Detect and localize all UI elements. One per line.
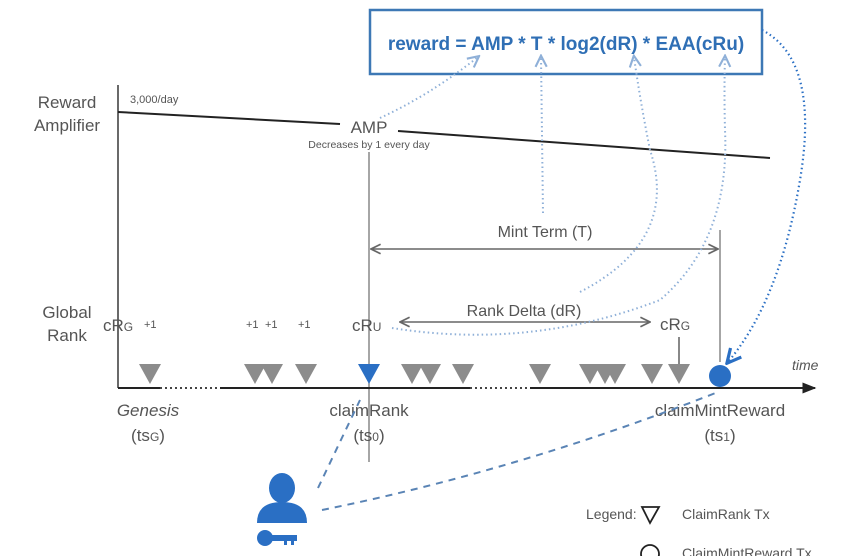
legend-claimmint-label: ClaimMintReward Tx	[682, 545, 812, 556]
user-key-icon	[257, 473, 307, 546]
amplifier-start-value: 3,000/day	[130, 94, 179, 106]
amplifier-axis-label-2: Amplifier	[34, 116, 100, 135]
rank-increment: +1	[144, 319, 157, 331]
term-to-formula-link	[541, 57, 543, 214]
user-to-claimrank-link	[317, 399, 361, 489]
amp-note: Decreases by 1 every day	[308, 139, 430, 151]
claimrank-marker	[668, 364, 690, 384]
cr-genesis-label: cRG	[103, 316, 133, 335]
formula-box: reward = AMP * T * log2(dR) * EAA(cRu)	[368, 8, 764, 76]
claimrank-marker	[295, 364, 317, 384]
claimrank-markers	[139, 364, 690, 384]
rank-increment: +1	[265, 319, 278, 331]
mint-term-label: Mint Term (T)	[498, 224, 593, 241]
triangle-down-icon	[640, 506, 661, 525]
rank-axis-label-2: Rank	[47, 326, 87, 345]
formula-frame	[368, 8, 764, 76]
amp-label: AMP	[351, 118, 388, 137]
claimrank-marker	[579, 364, 601, 384]
amp-line-left	[117, 111, 341, 125]
claimrank-marker	[261, 364, 283, 384]
delta-to-formula-link	[579, 57, 658, 293]
claimmint-marker[interactable]	[709, 365, 731, 387]
claimrank-marker	[452, 364, 474, 384]
genesis-ts-label: (tsG)	[131, 426, 165, 445]
claimrank-marker	[244, 364, 266, 384]
legend-title: Legend:	[586, 506, 637, 522]
circle-icon	[640, 544, 660, 556]
claimrank-marker-user	[358, 364, 380, 384]
cr-global-label: cRG	[660, 315, 690, 334]
cr-user-label: cRU	[352, 316, 381, 335]
rank-delta-label: Rank Delta (dR)	[467, 303, 582, 320]
time-axis-label: time	[792, 357, 819, 373]
rank-axis-label-1: Global	[42, 303, 91, 322]
claimrank-marker	[641, 364, 663, 384]
claimrank-marker	[419, 364, 441, 384]
claimmint-ts-label: (ts1)	[704, 426, 735, 445]
claimmint-label: claimMintReward	[655, 401, 785, 420]
rank-increment: +1	[298, 319, 311, 331]
legend-claimrank-label: ClaimRank Tx	[682, 506, 770, 522]
claimrank-marker	[139, 364, 161, 384]
legend: Legend: ClaimRank Tx ClaimMintReward Tx	[586, 506, 812, 556]
claimrank-marker	[529, 364, 551, 384]
reward-formula: reward = AMP * T * log2(dR) * EAA(cRu)	[388, 34, 744, 55]
amp-line-right	[397, 130, 771, 159]
claimrank-ts-label: (ts0)	[353, 426, 384, 445]
claimrank-marker	[401, 364, 423, 384]
amplifier-axis-label-1: Reward	[38, 93, 97, 112]
genesis-label: Genesis	[117, 401, 180, 420]
rank-increment: +1	[246, 319, 259, 331]
cru-to-formula-link	[391, 57, 725, 336]
formula-to-mint-link	[728, 29, 807, 362]
claimrank-label: claimRank	[329, 401, 409, 420]
user-to-claimmint-link	[321, 391, 719, 511]
claimrank-marker	[604, 364, 626, 384]
